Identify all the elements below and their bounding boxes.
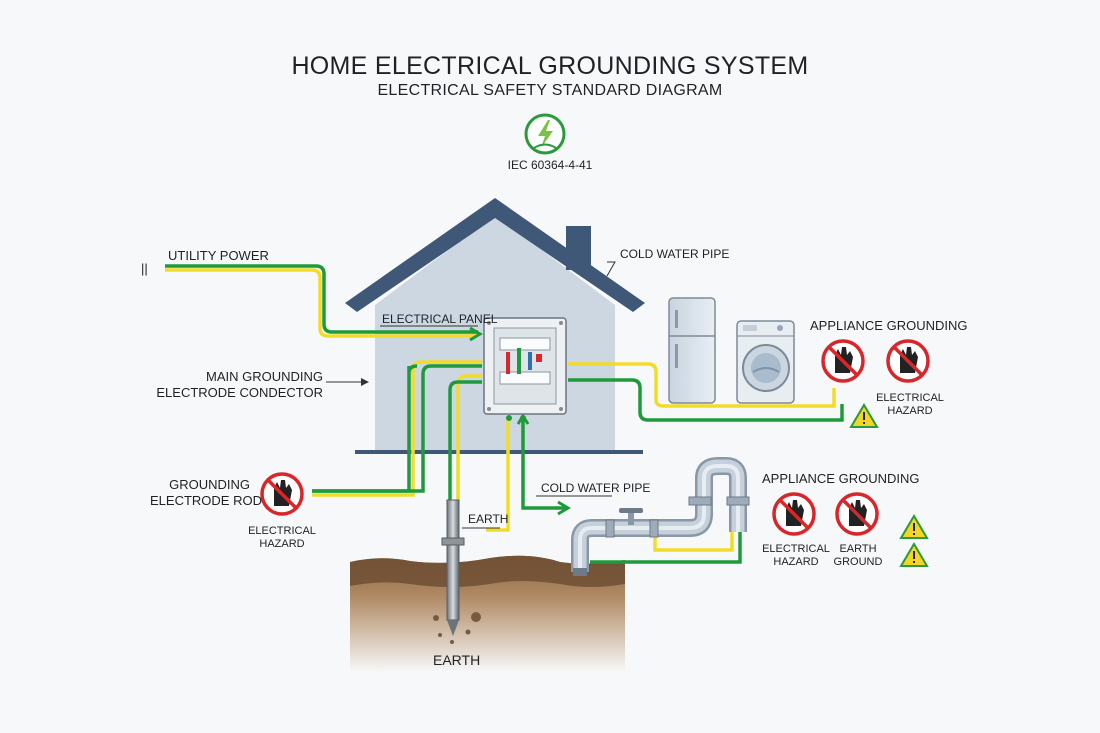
earth-rod-label: EARTH xyxy=(468,512,509,526)
standard-code: IEC 60364-4-41 xyxy=(507,158,593,172)
warning-triangle-icon xyxy=(899,514,929,539)
cold-water-pipe-top-label: COLD WATER PIPE xyxy=(620,247,730,261)
refrigerator-icon xyxy=(668,297,716,404)
washing-machine-icon xyxy=(736,320,795,404)
warning-triangle-icon xyxy=(849,403,879,428)
water-faucet-icon xyxy=(619,508,643,525)
diagram-title: HOME ELECTRICAL GROUNDING SYSTEM xyxy=(291,52,809,80)
hazard-note-mid-a-line2: HAZARD xyxy=(773,556,819,568)
no-touch-hand-icon xyxy=(886,339,930,383)
hazard-note-mid-b-line2: GROUND xyxy=(833,556,883,568)
soil xyxy=(350,555,625,672)
hazard-note-mid-a-line1: ELECTRICAL xyxy=(762,543,830,555)
electrical-panel xyxy=(483,317,567,421)
warning-triangle-icon xyxy=(899,542,929,567)
hazard-note-right-top-line1: ELECTRICAL xyxy=(876,392,944,404)
hazard-note-left-line1: ELECTRICAL xyxy=(248,525,316,537)
hazard-note-left-line2: HAZARD xyxy=(259,538,305,550)
no-touch-hand-icon xyxy=(821,339,865,383)
grounding-rod-label-line2: ELECTRODE ROD xyxy=(150,493,262,508)
grounding-electrode-conductor xyxy=(312,360,482,500)
appliance-wires xyxy=(568,362,844,422)
earth-bottom-label: EARTH xyxy=(433,652,481,668)
utility-power-label: UTILITY POWER xyxy=(168,248,269,263)
grounding-logo-icon xyxy=(524,113,566,155)
cold-water-pipe xyxy=(571,457,750,576)
diagram-subtitle: ELECTRICAL SAFETY STANDARD DIAGRAM xyxy=(377,82,723,99)
appliance-grounding-mid-label: APPLIANCE GROUNDING xyxy=(762,471,920,486)
no-touch-hand-icon xyxy=(772,492,816,536)
no-touch-hand-icon xyxy=(835,492,879,536)
appliance-grounding-top-label: APPLIANCE GROUNDING xyxy=(810,318,968,333)
hazard-note-right-top-line2: HAZARD xyxy=(887,405,933,417)
pointer-lines xyxy=(326,261,616,529)
cold-water-pipe-mid-label: COLD WATER PIPE xyxy=(541,481,651,495)
utility-mark: || xyxy=(141,261,148,276)
main-grounding-label-line1: MAIN GROUNDING xyxy=(206,369,323,384)
grounding-rod-icon xyxy=(441,499,465,636)
utility-power-wire xyxy=(165,264,483,342)
no-touch-hand-icon xyxy=(260,472,304,516)
hazard-note-mid-b-line1: EARTH xyxy=(839,543,877,555)
pipe-grounding-wires xyxy=(590,532,742,564)
main-grounding-label-line2: ELECTRODE CONDECTOR xyxy=(156,385,323,400)
electrical-panel-label: ELECTRICAL PANEL xyxy=(382,312,498,326)
earth-and-pipe-wires xyxy=(486,413,571,532)
grounding-rod-label-line1: GROUNDING xyxy=(169,477,250,492)
